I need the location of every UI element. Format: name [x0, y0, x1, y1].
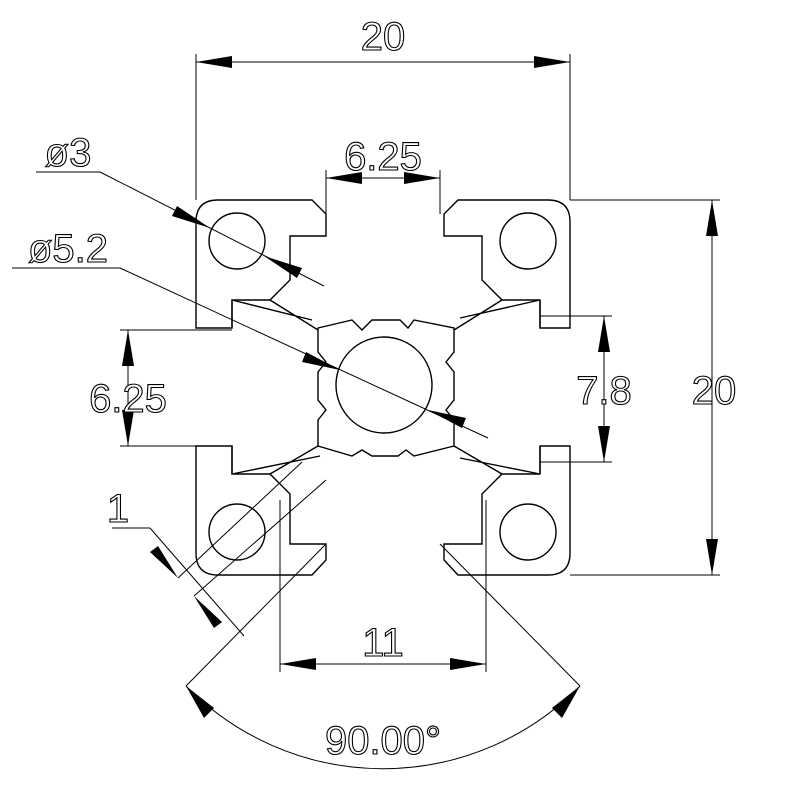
dimension-width-label: 20 — [361, 15, 406, 59]
dimension-slot-depth: 7.8 — [540, 315, 632, 463]
dimension-wall-label: 1 — [107, 487, 129, 531]
web-bottom-left — [231, 445, 321, 475]
leader-hole-small: ø3 — [36, 130, 325, 287]
hole-bottom-left — [208, 503, 266, 561]
dimension-slot-top-label: 6.25 — [344, 135, 422, 179]
web-top-left — [231, 299, 319, 331]
corner-lobe-top-left — [195, 199, 327, 329]
dimension-slot-left-label: 6.25 — [89, 377, 167, 421]
dimension-bottom-opening: 11 — [279, 500, 487, 672]
hole-top-right — [499, 212, 557, 270]
hole-small-label: ø3 — [45, 131, 92, 175]
dimension-width: 20 — [195, 14, 571, 200]
hole-center-label: ø5.2 — [28, 227, 108, 271]
holes — [208, 212, 557, 561]
corner-lobe-top-right — [443, 199, 571, 329]
dimension-wall: 1 — [106, 461, 327, 637]
web-top-right — [453, 299, 541, 331]
dimension-bottom-opening-label: 11 — [362, 621, 404, 665]
corner-lobe-bottom-left — [195, 445, 327, 576]
profile-outline — [195, 199, 571, 576]
dimension-slot-top: 6.25 — [325, 134, 441, 214]
central-core — [317, 319, 455, 457]
hole-bottom-right — [499, 503, 557, 561]
dimension-slot-left: 6.25 — [89, 329, 232, 447]
dimension-angle-label: 90.00° — [325, 719, 441, 763]
hole-top-left — [208, 212, 266, 270]
dimension-height: 20 — [570, 199, 737, 576]
web-bottom-right — [453, 445, 541, 475]
hole-center — [335, 336, 433, 434]
corner-lobe-bottom-right — [443, 445, 571, 576]
dimension-angle: 90.00° — [185, 543, 581, 770]
dimension-height-label: 20 — [692, 369, 737, 413]
dimension-slot-depth-label: 7.8 — [576, 369, 632, 413]
leader-hole-center: ø5.2 — [12, 226, 489, 439]
